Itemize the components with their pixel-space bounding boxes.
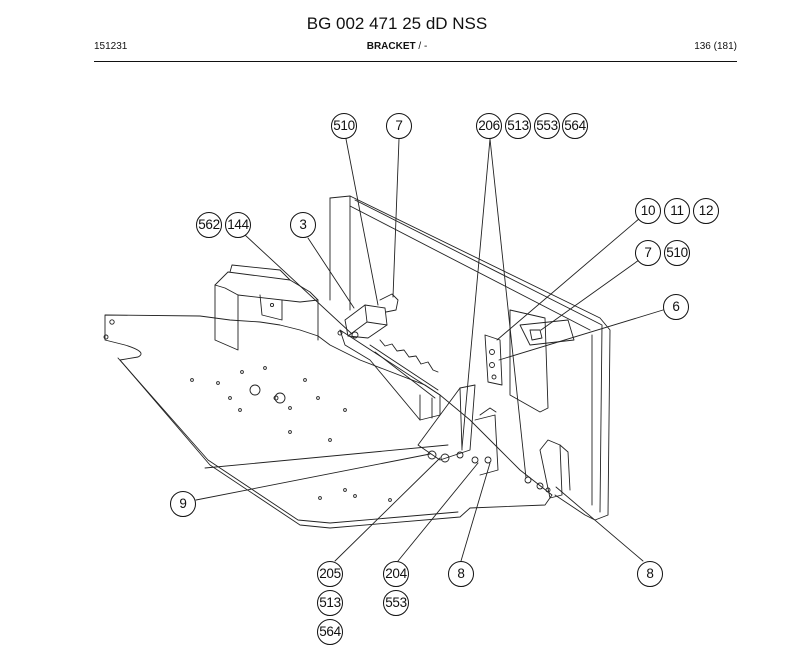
callout-513-top: 513 [505,113,531,139]
callout-553-top: 553 [534,113,560,139]
callout-6: 6 [663,294,689,320]
component-6 [484,334,503,386]
page-number: 136 (181) [694,41,737,52]
callout-144: 144 [225,212,251,238]
callout-564-top: 564 [562,113,588,139]
document-number: 151231 [94,41,128,52]
bottom-bracket [524,439,571,499]
rear-bracket [214,264,319,351]
upright-panel [329,195,611,521]
drawing-title: BG 002 471 25 dD NSS [306,14,488,33]
triangular-mount [417,384,499,476]
callout-562: 562 [196,212,222,238]
callout-564-bottom: 564 [317,619,343,645]
callout-553-bottom: 553 [383,590,409,616]
callout-7-right: 7 [635,240,661,266]
leader-lines [195,138,664,562]
diagonal-rail [339,329,441,421]
callout-11: 11 [664,198,690,224]
rail-clamp [337,293,399,339]
part-name-suffix: / - [415,41,428,52]
callout-9: 9 [170,491,196,517]
callout-8-right: 8 [637,561,663,587]
callout-7-top: 7 [386,113,412,139]
callout-12: 12 [693,198,719,224]
callout-206: 206 [476,113,502,139]
callout-513-bottom: 513 [317,590,343,616]
base-plate [103,314,553,529]
part-name-label: BRACKET [366,41,416,52]
callout-205: 205 [317,561,343,587]
callout-510-right: 510 [664,240,690,266]
header-rule [94,61,737,62]
part-name: BRACKET / - [0,41,794,52]
side-mount-plate [509,309,575,413]
callout-8-left: 8 [448,561,474,587]
callout-10: 10 [635,198,661,224]
callout-204: 204 [383,561,409,587]
callout-510-top: 510 [331,113,357,139]
callout-3: 3 [290,212,316,238]
